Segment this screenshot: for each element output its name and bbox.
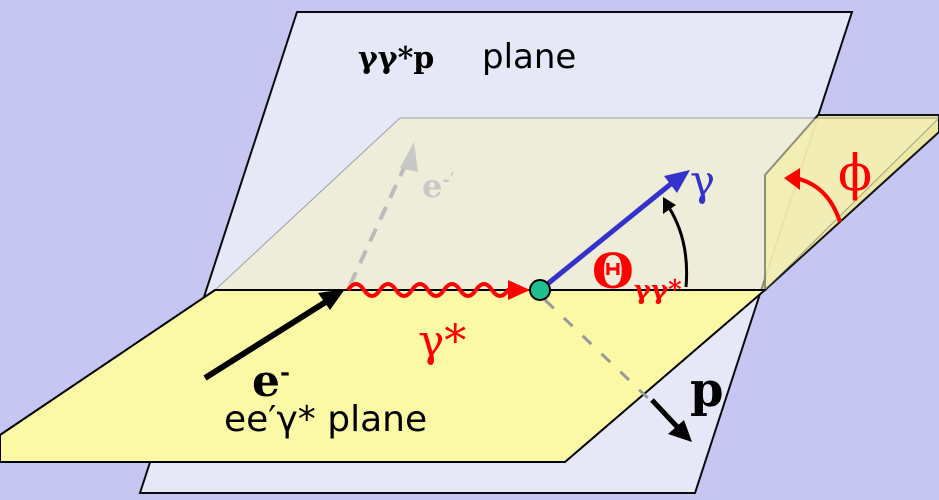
- theta-subscript: γγ*: [633, 275, 682, 306]
- theta-symbol: Θ: [592, 244, 634, 300]
- theta-arc-arrowhead: [663, 197, 676, 214]
- theta-angle-arc: [666, 205, 689, 288]
- scattered-electron-arrowhead: [400, 142, 418, 172]
- scattered-electron-label: e-′: [422, 170, 455, 202]
- virtual-photon-label: γ*: [418, 316, 467, 367]
- proton-arrowhead: [668, 420, 692, 442]
- incoming-electron-arrow: [203, 295, 334, 381]
- incoming-electron-sup: -: [280, 357, 290, 387]
- theta-label: Θγγ*: [592, 248, 682, 304]
- real-photon-arrowhead: [664, 170, 690, 193]
- proton-label: p: [690, 362, 724, 418]
- lower-plane-label: ee′γ* plane: [224, 402, 427, 438]
- phi-label: ϕ: [838, 144, 873, 202]
- lower-plane-label-prefix: ee′γ*: [224, 399, 316, 440]
- incoming-electron-arrowhead: [318, 289, 345, 310]
- scattered-electron-symbol: e: [422, 167, 443, 205]
- phi-angle-arc: [794, 176, 842, 223]
- virtual-photon-wave: [346, 282, 512, 298]
- phi-arc-arrowhead: [784, 168, 800, 190]
- real-photon-label: γ: [690, 156, 716, 205]
- incoming-electron-label: e-: [252, 360, 290, 404]
- interaction-vertex: [529, 279, 551, 301]
- virtual-photon-arrowhead: [508, 280, 530, 300]
- incoming-electron-symbol: e: [252, 356, 280, 407]
- scattered-electron-sup: -′: [442, 169, 455, 191]
- upper-plane-label-text: plane: [482, 37, 577, 77]
- upper-plane-label-greek: γγ*p: [358, 41, 435, 76]
- lower-plane-label-text: plane: [327, 399, 428, 440]
- real-photon-arrow: [538, 181, 674, 292]
